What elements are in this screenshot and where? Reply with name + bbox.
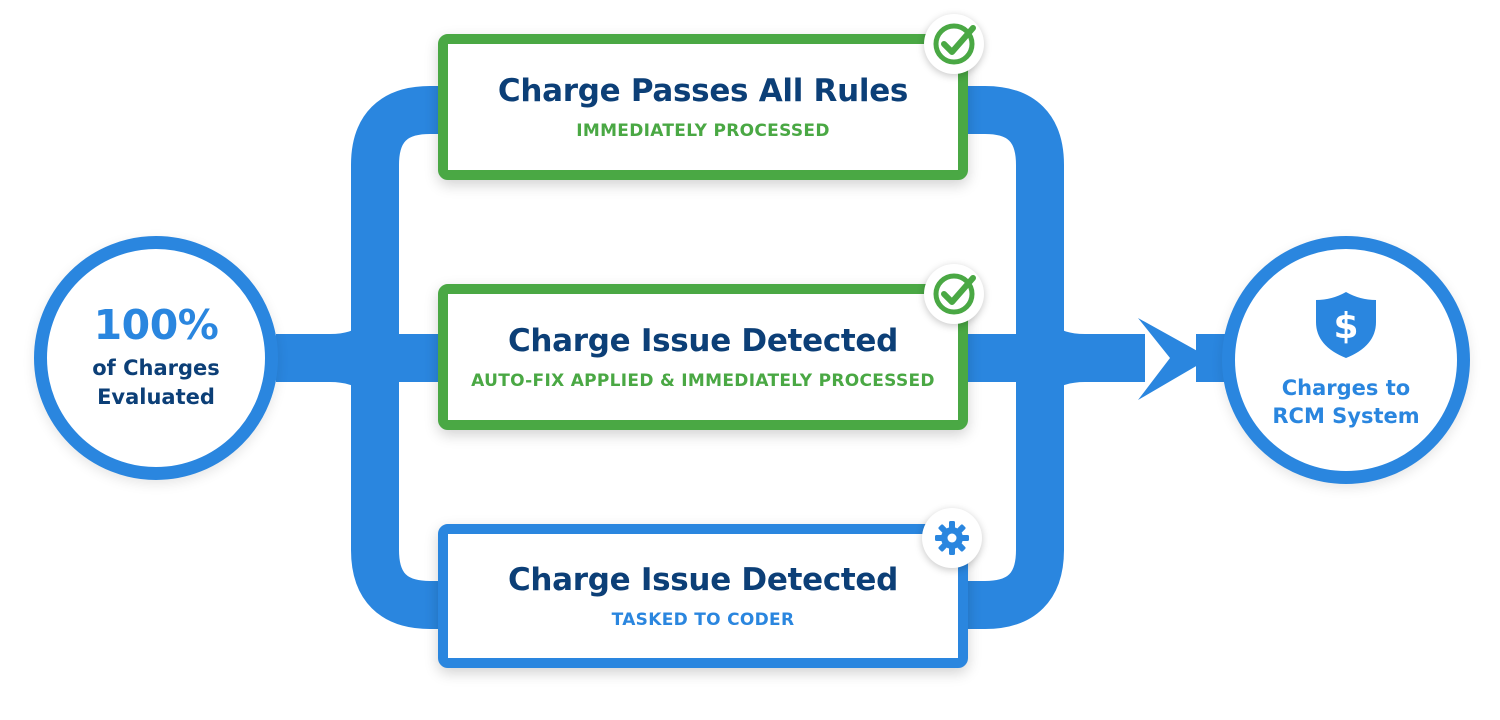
outcome-title: Charge Issue Detected: [507, 323, 899, 359]
dollar-shield-icon: $: [1316, 291, 1376, 358]
start-label-line1: of Charges: [92, 356, 220, 381]
start-label-line2: Evaluated: [97, 384, 215, 409]
right-merge-shoulder-top: [1040, 290, 1085, 334]
outcome-subtitle: AUTO-FIX APPLIED & IMMEDIATELY PROCESSED: [471, 371, 935, 391]
svg-text:$: $: [1333, 306, 1358, 347]
outcome-subtitle: IMMEDIATELY PROCESSED: [576, 121, 830, 141]
gear-icon: [935, 521, 969, 555]
left-split-pipe: [351, 86, 446, 629]
outcome-title: Charge Passes All Rules: [497, 73, 909, 109]
left-split-shoulder-bottom: [330, 382, 375, 426]
left-split-shoulder-top: [330, 290, 375, 334]
outcome-passes-rules: Charge Passes All Rules IMMEDIATELY PROC…: [438, 34, 968, 180]
end-node: $ Charges to RCM System: [1222, 236, 1470, 484]
outcome-title: Charge Issue Detected: [507, 562, 899, 598]
flow-arrow-head: [1138, 318, 1210, 400]
start-node: 100% of Charges Evaluated: [34, 236, 278, 480]
outcome-auto-fix: Charge Issue Detected AUTO-FIX APPLIED &…: [438, 284, 968, 430]
check-badge: [924, 14, 984, 74]
output-trunk: [1040, 334, 1145, 382]
flow-pipes: [276, 86, 1232, 629]
end-label-line2: RCM System: [1272, 404, 1420, 428]
check-icon: [933, 273, 976, 315]
right-merge-shoulder-bottom: [1040, 382, 1085, 426]
outcome-tasked-to-coder: Charge Issue Detected TASKED TO CODER: [438, 524, 968, 668]
middle-output-pipe: [960, 334, 1050, 382]
end-label-line1: Charges to: [1281, 375, 1411, 400]
outcome-subtitle: TASKED TO CODER: [611, 610, 795, 630]
check-icon: [933, 23, 976, 65]
check-badge: [924, 264, 984, 324]
percent-evaluated: 100%: [93, 301, 219, 350]
gear-badge: [922, 508, 982, 568]
